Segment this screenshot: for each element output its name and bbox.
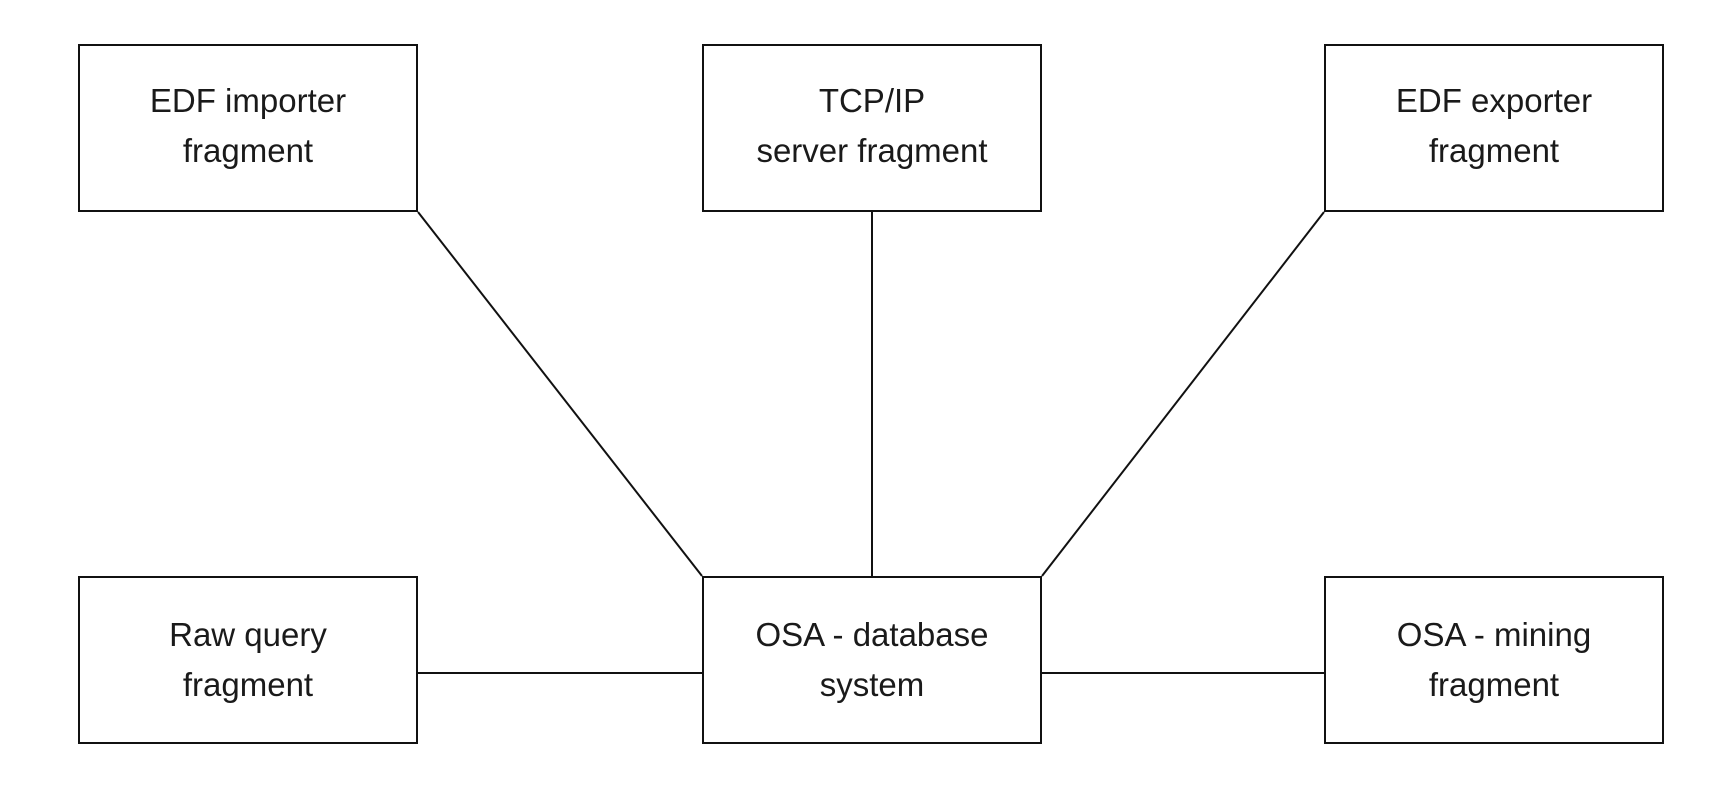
edf-exporter-fragment-box: EDF exporter fragment xyxy=(1324,44,1664,212)
edf-importer-fragment-box: EDF importer fragment xyxy=(78,44,418,212)
edf-importer-fragment-label: EDF importer fragment xyxy=(149,82,347,169)
osa-database-system-label: OSA - database system xyxy=(755,616,989,703)
raw-query-fragment-label: Raw query fragment xyxy=(169,616,327,703)
edge-edf-importer-to-osa-database xyxy=(417,211,703,577)
osa-mining-fragment-box: OSA - mining fragment xyxy=(1324,576,1664,744)
edge-edf-exporter-to-osa-database xyxy=(1041,211,1325,577)
osa-database-system-box: OSA - database system xyxy=(702,576,1042,744)
osa-mining-fragment-label: OSA - mining fragment xyxy=(1396,616,1592,703)
edf-exporter-fragment-label: EDF exporter fragment xyxy=(1395,82,1593,169)
tcpip-server-fragment-box: TCP/IP server fragment xyxy=(702,44,1042,212)
tcpip-server-fragment-label: TCP/IP server fragment xyxy=(756,82,988,169)
raw-query-fragment-box: Raw query fragment xyxy=(78,576,418,744)
